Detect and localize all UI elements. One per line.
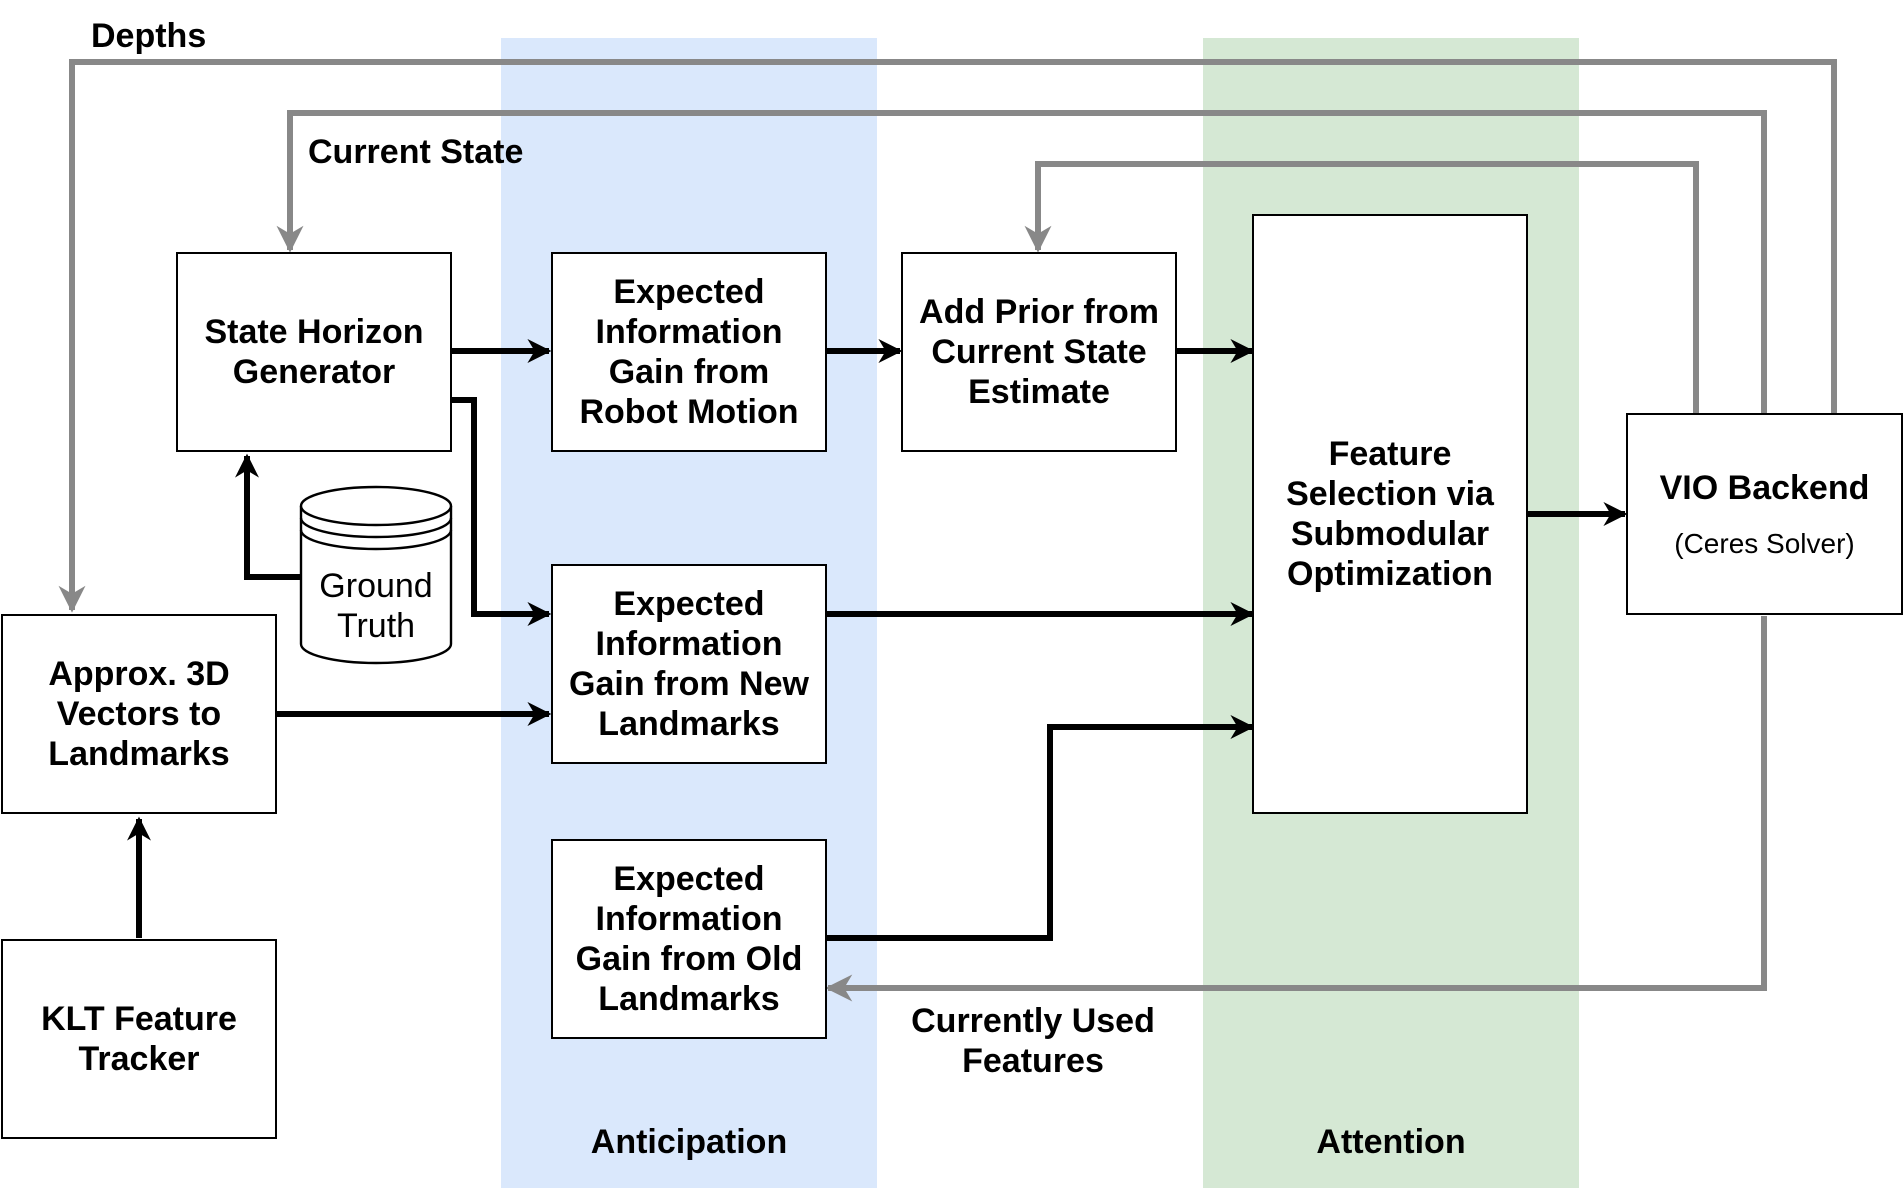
- approx-3d-vectors-label: Approx. 3D Vectors to Landmarks: [48, 655, 230, 773]
- state-horizon-to-eig-new-arrow: [452, 397, 552, 626]
- klt-feature-tracker-label: KLT Feature Tracker: [41, 1000, 237, 1078]
- depths-label: Depths: [91, 17, 207, 55]
- current-state-estimate-feedback-arrow: [1024, 161, 1699, 413]
- current-state-feedback-arrow: [276, 110, 1767, 413]
- approx-3d-vectors-box: Approx. 3D Vectors to Landmarks: [1, 614, 277, 814]
- feature-selection-label: Feature Selection via Submodular Optimiz…: [1286, 435, 1494, 593]
- state-horizon-generator-box: State Horizon Generator: [176, 252, 452, 452]
- add-prior-box: Add Prior from Current State Estimate: [901, 252, 1177, 452]
- ground-truth-to-state-horizon-arrow: [235, 453, 300, 580]
- currently-used-features-feedback-arrow: [825, 616, 1767, 1002]
- eig-robot-motion-label: Expected Information Gain from Robot Mot…: [579, 273, 799, 431]
- eig-old-landmarks-label: Expected Information Gain from Old Landm…: [575, 860, 803, 1018]
- state-horizon-generator-label: State Horizon Generator: [204, 313, 424, 391]
- klt-feature-tracker-box: KLT Feature Tracker: [1, 939, 277, 1139]
- eig-old-to-feature-selection-arrow: [827, 715, 1255, 941]
- ground-truth-line1: Ground: [319, 567, 433, 605]
- eig-old-landmarks-box: Expected Information Gain from Old Landm…: [551, 839, 827, 1039]
- vio-backend-label: VIO Backend: [1659, 469, 1870, 507]
- vio-backend-box: VIO Backend (Ceres Solver): [1626, 413, 1903, 615]
- ground-truth-label: Ground Truth: [300, 566, 452, 646]
- ground-truth-line2: Truth: [336, 607, 416, 645]
- eig-new-landmarks-label: Expected Information Gain from New Landm…: [569, 585, 809, 743]
- ground-truth-cylinder: [299, 485, 453, 665]
- current-state-label: Current State: [308, 133, 524, 171]
- currently-used-features-label: Currently Used Features: [911, 1002, 1155, 1080]
- add-prior-label: Add Prior from Current State Estimate: [919, 293, 1159, 411]
- depths-feedback-arrow: [58, 59, 1837, 613]
- eig-robot-motion-box: Expected Information Gain from Robot Mot…: [551, 252, 827, 452]
- eig-new-landmarks-box: Expected Information Gain from New Landm…: [551, 564, 827, 764]
- vio-backend-sublabel: (Ceres Solver): [1674, 528, 1855, 559]
- attention-label: Attention: [1316, 1123, 1466, 1161]
- feature-selection-box: Feature Selection via Submodular Optimiz…: [1252, 214, 1528, 814]
- anticipation-label: Anticipation: [590, 1123, 788, 1161]
